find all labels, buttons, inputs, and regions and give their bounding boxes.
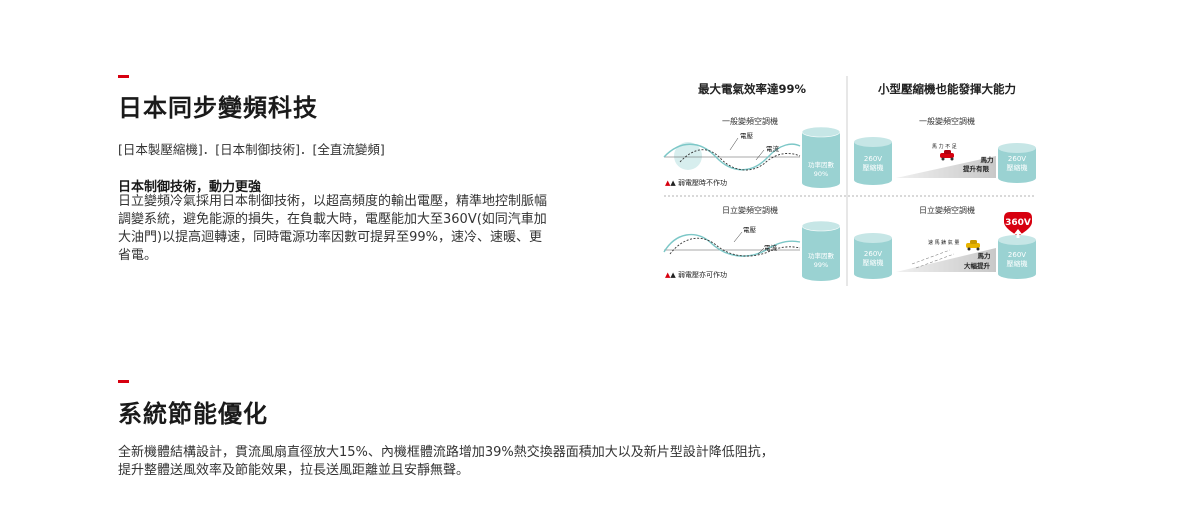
power-factor-cylinder: 功率因數 99%: [801, 220, 841, 281]
compressor-voltage: 260V: [864, 155, 882, 163]
pf-label: 功率因數: [808, 251, 835, 260]
hitachi-ac-label: 日立變頻空調機: [722, 205, 778, 215]
compressor-label: 壓縮機: [863, 258, 884, 267]
general-ac-label: 一般變頻空調機: [722, 116, 778, 126]
right-panel-title: 小型壓縮機也能發揮大能力: [877, 82, 1016, 96]
voltage-label: 電壓: [743, 226, 757, 234]
general-note: ▲▲ 弱電壓時不作功: [665, 178, 727, 187]
car-icon: [966, 240, 980, 251]
compressor-cylinder: 260V 壓縮機: [998, 143, 1036, 183]
hitachi-note: ▲▲ 弱電壓亦可作功: [665, 270, 727, 279]
compressor-cylinder: 260V 壓縮機: [854, 233, 892, 279]
voltage-wave-hitachi: [663, 233, 801, 257]
compressor-voltage: 260V: [864, 250, 882, 258]
car-caption-general: 馬 力 不 足: [932, 143, 957, 150]
description-line: 大油門)以提高迴轉速，同時電源功率因數可提昇至99%，速冷、速暖、更: [118, 230, 542, 245]
hp-sub-label: 大幅提升: [964, 261, 991, 270]
compressor-voltage: 260V: [1008, 155, 1026, 163]
slope: [896, 156, 996, 178]
compressor-label: 壓縮機: [863, 163, 884, 172]
description: 日立變頻冷氣採用日本制御技術，以超高頻度的輸出電壓，精準地控制脈幅 調變系統，避…: [118, 193, 570, 265]
compressor-label: 壓縮機: [1007, 259, 1028, 268]
power-factor-cylinder: 功率因數 90%: [801, 126, 841, 188]
pf-label: 功率因數: [808, 160, 835, 169]
left-panel-title: 最大電氣效率達99%: [698, 82, 807, 96]
current-label: 電流: [764, 243, 778, 252]
description-line: 調變系統，避免能源的損失，在負載大時，電壓能加大至360V(如同汽車加: [118, 212, 547, 227]
car-icon: [940, 150, 954, 161]
pf-value-general: 90%: [814, 170, 828, 178]
compressor-label: 壓縮機: [1007, 163, 1028, 172]
hitachi-ac-label: 日立變頻空調機: [919, 205, 975, 215]
subheading: 日本制御技術，動力更強: [118, 180, 262, 195]
general-ac-label: 一般變頻空調機: [919, 116, 975, 126]
section-title: 系統節能優化: [118, 400, 268, 428]
section-title: 日本同步變頻科技: [118, 94, 318, 122]
hp-label: 馬力: [978, 251, 992, 260]
description-line: 省電。: [118, 248, 158, 263]
pf-value-hitachi: 99%: [814, 261, 828, 269]
compressor-cylinder: 260V 壓縮機: [854, 137, 892, 185]
hp-sub-label: 提升有限: [963, 164, 990, 173]
feature-tags: [日本製壓縮機]．[日本制御技術]．[全直流變頻]: [118, 142, 385, 157]
car-caption-hitachi: 速 馬 錶 氣 量: [928, 239, 959, 246]
description-line: 提升整體送風效率及節能效果，拉長送風距離並且安靜無聲。: [118, 463, 470, 478]
description-line: 日立變頻冷氣採用日本制御技術，以超高頻度的輸出電壓，精準地控制脈幅: [118, 194, 548, 209]
compressor-voltage: 260V: [1008, 251, 1026, 259]
description: 全新機體結構設計，貫流風扇直徑放大15%、內機框體流路增加39%熱交換器面積加大…: [118, 444, 838, 480]
arrow-up-icon: [1014, 229, 1022, 238]
section-accent-bar: [118, 380, 129, 383]
hp-label: 馬力: [981, 155, 995, 164]
current-wave: [679, 149, 801, 171]
wave-highlight: [674, 142, 702, 170]
description-line: 全新機體結構設計，貫流風扇直徑放大15%、內機框體流路增加39%熱交換器面積加大…: [118, 445, 774, 460]
current-wave-hitachi: [669, 237, 801, 257]
voltage-boost-badge: 360V: [1004, 212, 1032, 238]
inverter-comparison-figure: 最大電氣效率達99% 小型壓縮機也能發揮大能力 一般變頻空調機 電壓 電流 ▲▲…: [663, 76, 1036, 286]
voltage-label: 電壓: [740, 132, 754, 140]
section-accent-bar: [118, 75, 129, 78]
badge-label: 360V: [1005, 218, 1031, 228]
compressor-cylinder-boosted: 260V 壓縮機: [998, 235, 1036, 279]
current-label: 電流: [766, 144, 780, 153]
